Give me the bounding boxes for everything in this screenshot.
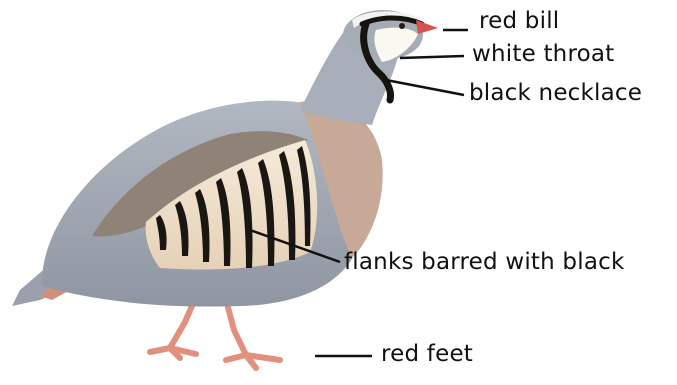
label-white-throat: white throat (472, 43, 614, 66)
eye (399, 23, 405, 29)
red-bill (416, 20, 438, 34)
label-flanks-barred: flanks barred with black (344, 251, 625, 274)
label-black-necklace: black necklace (469, 82, 642, 105)
leader-necklace (386, 80, 464, 95)
label-red-feet: red feet (381, 343, 473, 366)
leader-throat (400, 56, 464, 58)
label-red-bill: red bill (479, 10, 559, 33)
